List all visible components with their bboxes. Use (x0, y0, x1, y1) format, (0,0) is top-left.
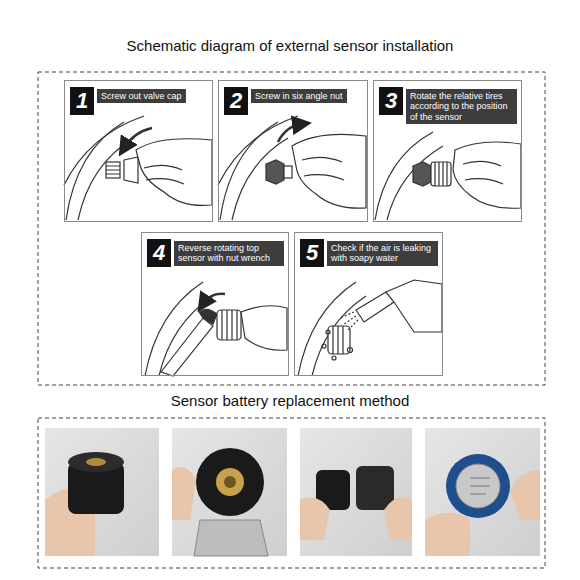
dashed-frame (38, 418, 545, 568)
step-illustration (64, 116, 212, 220)
step-number: 2 (224, 87, 248, 115)
step-illustration (298, 280, 442, 376)
step-panel: 2Screw in six angle nut (218, 80, 368, 222)
step-caption: Screw in six angle nut (251, 89, 347, 103)
step-number: 3 (379, 87, 403, 115)
step-panel: 4Reverse rotating top sensor with nut wr… (141, 232, 289, 376)
step-panel: 3Rotate the relative tires according to … (373, 80, 522, 222)
dashed-frame (38, 72, 545, 385)
step-illustration (218, 116, 366, 220)
step-panel: 1Screw out valve cap (64, 80, 213, 222)
section-heading: Sensor battery replacement method (0, 392, 580, 409)
step-caption: Screw out valve cap (97, 89, 186, 103)
step-number: 5 (300, 239, 324, 267)
battery-photo (300, 428, 412, 556)
step-illustration (375, 132, 521, 220)
battery-photo (45, 428, 159, 556)
title: Schematic diagram of external sensor ins… (0, 37, 580, 54)
step-number: 4 (147, 239, 171, 267)
step-caption: Reverse rotating top sensor with nut wre… (174, 241, 284, 266)
step-panel: 5Check if the air is leaking with soapy … (294, 232, 443, 376)
step-number: 1 (70, 87, 94, 115)
step-caption: Rotate the relative tires according to t… (406, 89, 517, 124)
step-illustration (145, 282, 287, 376)
battery-photo (425, 428, 540, 556)
battery-photo (172, 428, 287, 556)
step-caption: Check if the air is leaking with soapy w… (327, 241, 438, 266)
